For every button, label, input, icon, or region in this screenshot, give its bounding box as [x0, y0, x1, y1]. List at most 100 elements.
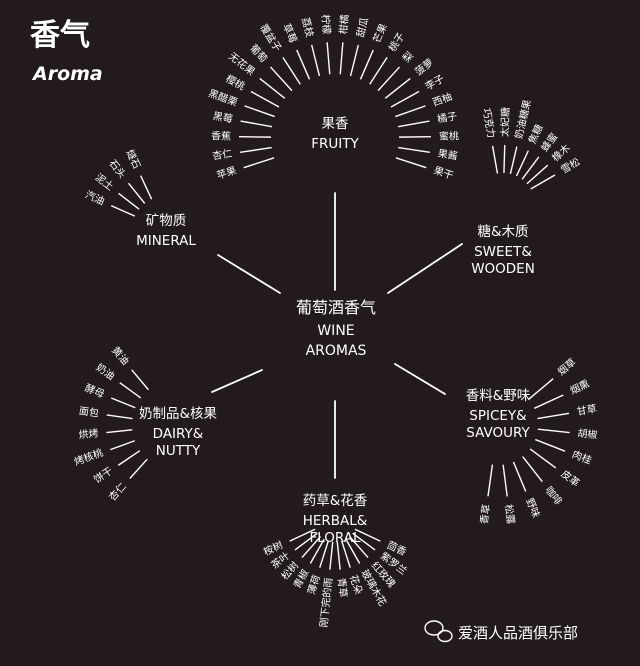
aroma-item-label: 黄油 [109, 344, 132, 368]
item-ray [336, 541, 341, 570]
item-ray [509, 146, 518, 175]
aroma-item-label: 芒果 [370, 21, 390, 45]
item-ray [377, 66, 401, 92]
aroma-item-label: 李子 [423, 72, 447, 93]
item-ray [301, 536, 321, 558]
title-en: Aroma [31, 63, 103, 85]
category-label-en: NUTTY [156, 443, 201, 459]
item-ray [341, 540, 351, 568]
item-ray [359, 49, 374, 80]
spoke-line [394, 363, 446, 395]
aroma-item-label: 黑醋栗 [207, 87, 240, 109]
item-ray [140, 175, 153, 200]
item-ray [345, 538, 361, 564]
title-zh: 香气 [30, 18, 90, 53]
item-ray [118, 192, 140, 210]
category-label-en: DAIRY& [153, 426, 204, 442]
category-label-zh: 药草&花香 [303, 493, 368, 509]
aroma-item-label: 葡萄 [247, 41, 270, 65]
aroma-item-label: 汽油 [83, 188, 107, 208]
aroma-item-label: 饼干 [91, 464, 115, 486]
aroma-item-label: 酵母 [83, 382, 106, 401]
aroma-item-label: 烤核桃 [72, 446, 105, 468]
item-ray [530, 174, 556, 190]
item-ray [352, 532, 376, 551]
item-ray [349, 44, 360, 77]
item-ray [131, 369, 149, 391]
aroma-item-label: 野味 [523, 497, 542, 520]
item-ray [127, 182, 146, 204]
aroma-item-label: 巧克力 [480, 107, 498, 139]
spoke-line [211, 369, 263, 393]
item-ray [240, 120, 273, 128]
category-label-en: FLORAL [309, 530, 360, 546]
aroma-item-label: 杏仁 [211, 147, 233, 163]
aroma-item-label: 桃子 [386, 30, 408, 54]
aroma-item-label: 柠檬 [319, 14, 334, 35]
item-ray [522, 456, 543, 483]
aroma-item-label: 西柚 [431, 90, 454, 109]
item-ray [369, 56, 388, 85]
item-ray [250, 90, 280, 108]
category-label-en: WOODEN [471, 261, 535, 277]
item-ray [309, 538, 325, 564]
aroma-item-label: 苹果 [215, 163, 238, 182]
aroma-item-label: 蜜桃 [439, 129, 459, 142]
item-ray [395, 105, 426, 118]
item-ray [119, 382, 142, 399]
item-ray [503, 145, 506, 174]
item-ray [349, 536, 369, 558]
item-ray [243, 157, 275, 169]
item-ray [535, 438, 566, 452]
aroma-item-label: 果酱 [437, 147, 459, 163]
item-ray [106, 429, 133, 434]
aroma-item-label: 肉桂 [570, 448, 593, 467]
item-ray [129, 458, 148, 479]
center-label-en: AROMAS [306, 343, 367, 359]
item-ray [534, 394, 564, 409]
item-ray [384, 77, 411, 99]
item-ray [110, 204, 136, 217]
aroma-item-label: 松露 [502, 503, 517, 524]
aroma-item-label: 黑莓 [212, 110, 234, 125]
aroma-item-label: 烘烤 [78, 426, 99, 441]
aroma-item-label: 柑橘 [337, 14, 352, 35]
aroma-item-label: 樱桃 [224, 72, 248, 93]
item-ray [397, 120, 430, 128]
aroma-item-label: 石头 [106, 158, 128, 181]
item-ray [529, 448, 557, 469]
aroma-item-label: 梨 [400, 49, 416, 65]
aroma-item-label: 燧石 [123, 147, 143, 171]
aroma-item-label: 杏仁 [106, 480, 129, 504]
item-ray [502, 464, 508, 497]
item-ray [528, 378, 554, 400]
item-ray [390, 90, 420, 108]
watermark: 爱酒人品酒俱乐部 [424, 620, 578, 643]
aroma-item-label: 香蕉 [211, 130, 231, 142]
chat-icon [424, 620, 444, 636]
item-ray [329, 541, 334, 570]
item-ray [526, 164, 549, 185]
category-label-zh: 奶制品&核果 [139, 406, 218, 422]
item-ray [521, 156, 540, 180]
item-ray [512, 461, 527, 492]
category-label-zh: 果香 [322, 116, 349, 132]
aroma-item-label: 面包 [78, 404, 100, 420]
aroma-item-label: 咖啡 [543, 484, 565, 507]
item-ray [395, 157, 427, 169]
item-ray [515, 150, 529, 177]
aroma-item-label: 甜瓜 [354, 16, 371, 39]
item-ray [259, 77, 286, 99]
category-herbal: 药草&花香HERBAL&FLORAL茴香紫罗兰红玫瑰玻璃木花花朵青草刚下完的雨薄… [261, 493, 409, 628]
category-label-en: SAVOURY [466, 425, 530, 441]
center-label-en: WINE [317, 323, 354, 339]
item-ray [319, 540, 329, 568]
item-ray [339, 42, 344, 75]
category-label-en: SPICEY& [469, 408, 527, 424]
category-label-en: HERBAL& [303, 513, 368, 529]
aroma-item-label: 菠萝 [413, 56, 436, 78]
item-ray [294, 532, 318, 551]
category-label-en: SWEET& [474, 244, 532, 260]
center-label-zh: 葡萄酒香气 [296, 298, 376, 317]
